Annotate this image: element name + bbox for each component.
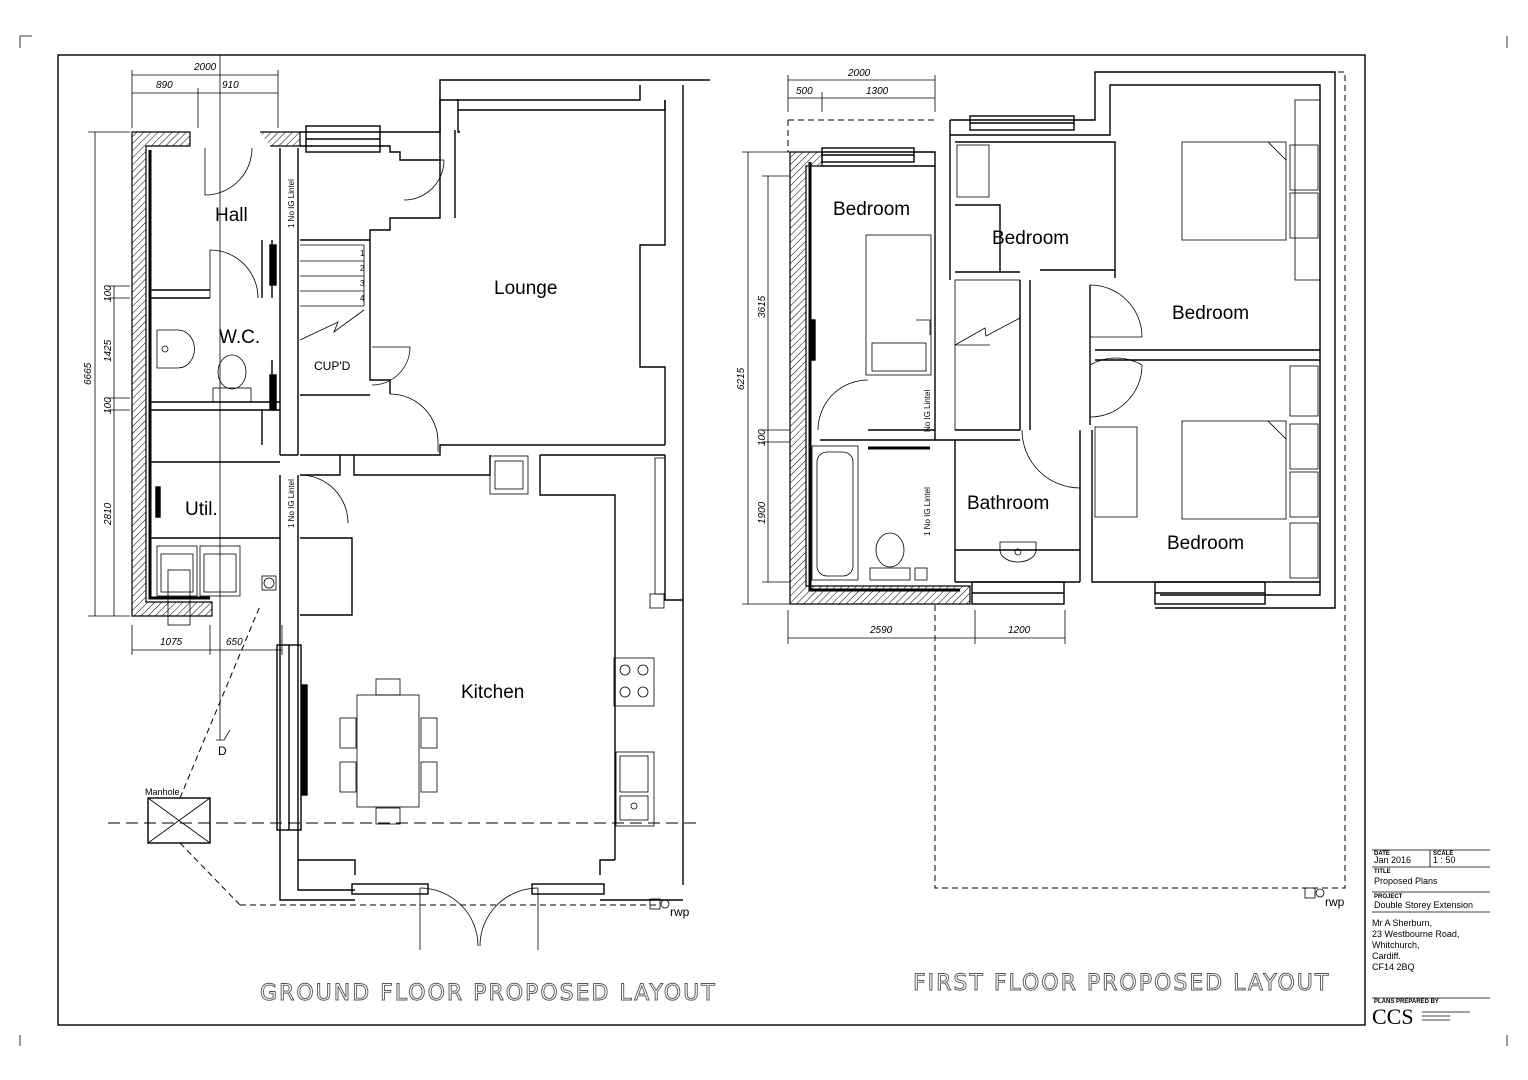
ground-extension-wall-hatched [131,131,213,617]
dimension-label: 910 [222,80,239,91]
ground-internal-walls [150,148,299,539]
room-label-hall: Hall [215,205,248,226]
room-label-lounge: Lounge [494,278,557,299]
lintel-label: 1 No IG Lintel [287,179,296,228]
first-top-dimensions [787,75,936,112]
title-block-title-label: TITLE [1374,869,1391,875]
title-block-client-line: CF14 2BQ [1372,962,1415,972]
drawing-border [57,54,1366,1026]
dimension-label: 890 [156,80,173,91]
first-doors [817,284,1143,489]
room-label-cupboard: CUP'D [314,359,351,373]
dimension-label: 1300 [866,86,889,97]
room-label-bedroom: Bedroom [992,228,1069,249]
dimension-label: 3615 [757,295,768,318]
title-block [1372,849,1490,999]
title-block-client-line: Mr A Sherburn, [1372,918,1432,928]
title-block-scale-label: SCALE [1433,851,1453,857]
stair-number: 3 [360,279,365,288]
title-block-title: Proposed Plans [1374,876,1438,886]
lintel-label: 1 No IG Lintel [923,487,932,536]
dimension-label: 6215 [736,367,747,390]
dimension-label: 650 [226,637,243,648]
dimension-label: 2000 [193,62,217,73]
title-block-date: Jan 2016 [1374,855,1411,865]
first-extension-wall-inner [808,162,960,592]
room-label-bedroom: Bedroom [1172,303,1249,324]
company-details-lines [1422,1011,1470,1021]
ground-windows [155,125,605,895]
lintel-label: 1 No IG Lintel [287,479,296,528]
manhole-label: Manhole [145,787,180,797]
ground-floor-title: GROUND FLOOR PROPOSED LAYOUT [260,981,717,1006]
stair-number: 1 [360,249,365,258]
first-ground-outline-dashed [788,71,1346,889]
title-block-prepared-label: PLANS PREPARED BY [1374,999,1439,1005]
dimension-label: 1425 [103,339,114,362]
title-block-scale: 1 : 50 [1433,855,1456,865]
dimension-label: 6665 [83,362,94,385]
title-block-project: Double Storey Extension [1374,900,1473,910]
ground-extension-wall-inner [148,150,210,600]
ground-drainage [108,55,700,910]
ground-left-dimensions [88,131,130,617]
dimension-label: 500 [796,86,813,97]
dimension-label: 1200 [1008,625,1031,636]
kitchen-fixtures [339,455,666,827]
title-block-client-line: 23 Westbourne Road, [1372,929,1459,939]
ground-top-dimensions [131,70,279,128]
company-logo: CCS [1372,1004,1414,1029]
section-marker-d: D [218,744,227,758]
room-label-utility: Util. [185,499,218,520]
stair-number: 2 [360,264,365,273]
first-furniture [811,99,1325,899]
utility-fixtures [156,545,277,597]
dimension-label: 100 [103,397,114,414]
sheet-corner-marks [19,35,1508,1046]
dimension-label: 100 [103,285,114,302]
room-label-wc: W.C. [219,327,260,348]
title-block-client-line: Whitchurch, [1372,940,1420,950]
dimension-label: 1900 [757,501,768,524]
dimension-label: 2590 [869,625,893,636]
ground-bottom-dimensions [131,625,283,655]
dimension-label: 2810 [103,502,114,526]
dimension-label: 100 [757,429,768,446]
dimension-label: 2000 [847,68,871,79]
first-left-dimensions [742,151,790,605]
ground-doors [204,147,539,950]
lintel-label: No IG Lintel [923,390,932,432]
first-bottom-dimensions [787,610,1066,644]
room-label-bedroom: Bedroom [833,199,910,220]
first-windows [809,115,1266,605]
rwp-label: rwp [670,905,690,919]
room-label-bedroom: Bedroom [1167,533,1244,554]
first-stairs [954,279,1021,431]
first-main-walls [820,71,1336,609]
wc-fixtures [156,329,252,403]
first-floor-plan [742,71,1346,899]
title-block-client-line: Cardiff. [1372,951,1401,961]
stair-number: 4 [360,294,365,303]
ground-main-walls [279,79,710,901]
room-label-kitchen: Kitchen [461,682,524,703]
ground-wall-top [260,131,301,147]
room-label-bathroom: Bathroom [967,493,1049,514]
first-floor-title: FIRST FLOOR PROPOSED LAYOUT [913,971,1330,996]
ground-floor-plan: 1 2 3 4 [88,55,710,950]
title-block-date-label: DATE [1374,851,1390,857]
dimension-label: 1075 [160,637,183,648]
title-block-project-label: PROJECT [1374,894,1403,900]
rwp-label: rwp [1325,895,1345,909]
ground-stairs [299,244,365,341]
